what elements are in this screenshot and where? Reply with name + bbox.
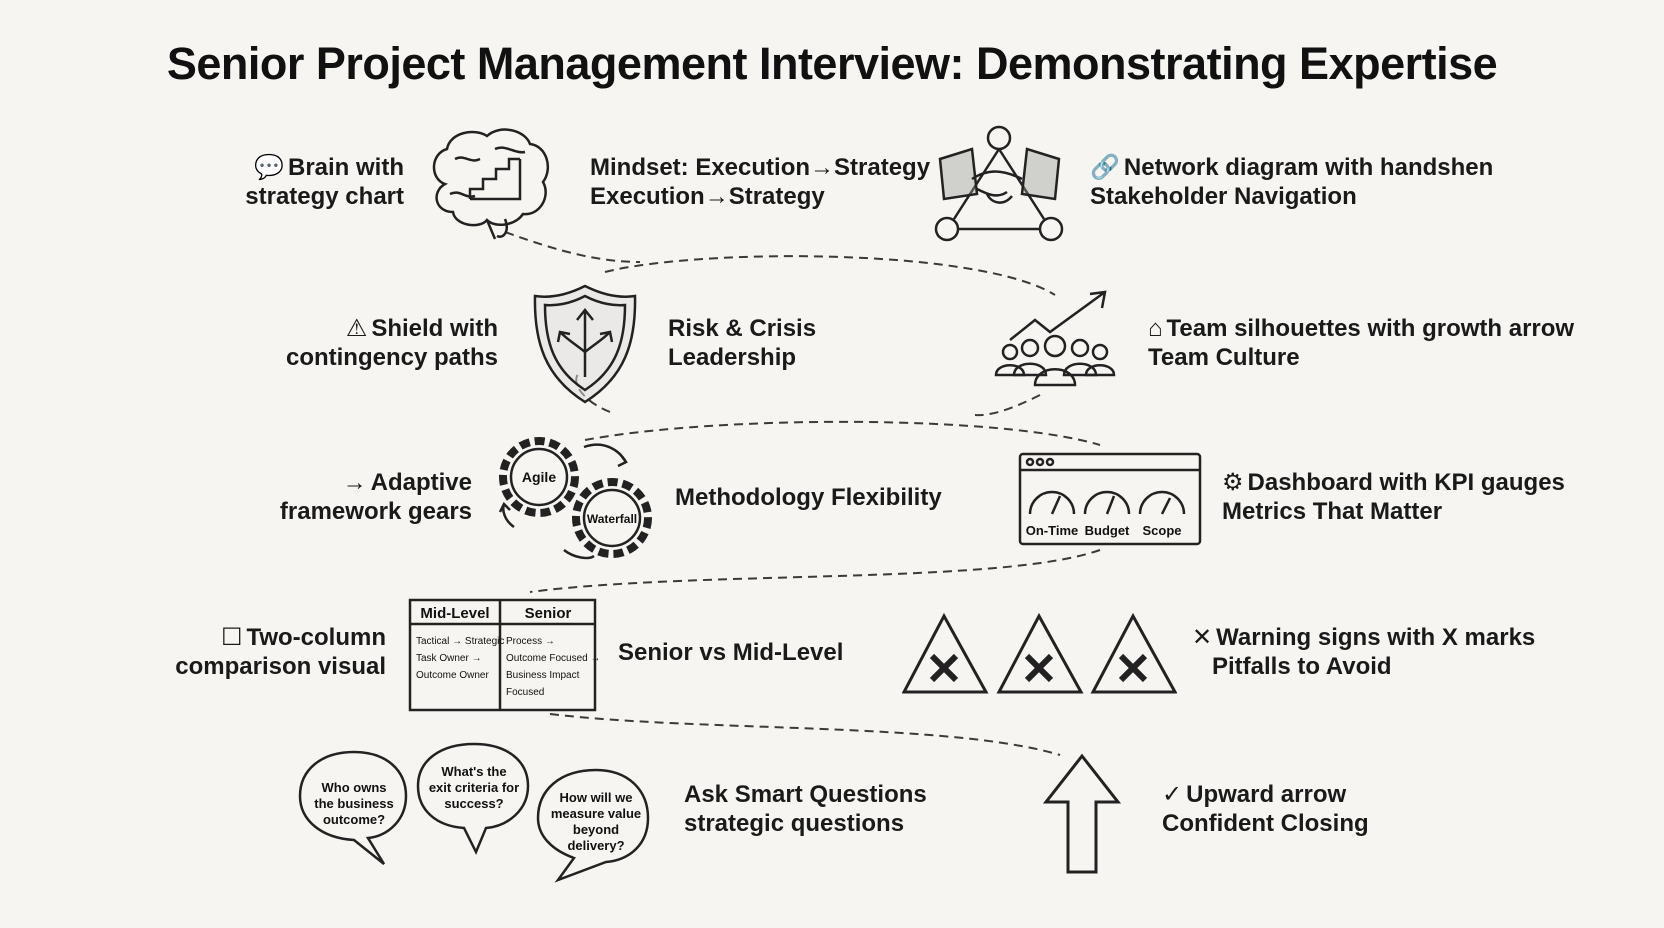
mindset-label: Mindset: Execution→Strategy Execution→St… <box>590 154 931 210</box>
ask-questions-label: Ask Smart Questions strategic questions <box>684 781 927 837</box>
table-header-senior: Senior <box>525 605 572 622</box>
bubble-2-line-2: exit criteria for <box>429 780 519 795</box>
gear-label-waterfall: Waterfall <box>587 512 637 526</box>
table-right-2: Outcome Focused → <box>506 653 598 664</box>
closing-caption: ✓Upward arrow Confident Closing <box>1162 781 1369 837</box>
gauge-label-budget: Budget <box>1085 523 1130 538</box>
upward-arrow-icon <box>1042 753 1122 874</box>
brain-caption: 💬Brain with strategy chart <box>245 154 404 210</box>
bubble-3-line-3: beyond <box>573 822 619 837</box>
bubble-1-line-3: outcome? <box>323 812 385 827</box>
methodology-label: Methodology Flexibility <box>675 484 942 511</box>
bubble-1-line-1: Who owns <box>322 780 387 795</box>
bubble-3-line-4: delivery? <box>567 838 624 853</box>
senior-vs-mid-label: Senior vs Mid-Level <box>618 639 844 666</box>
team-growth-icon <box>994 290 1116 387</box>
bubble-3-line-1: How will we <box>560 790 633 805</box>
bubble-2-line-3: success? <box>444 796 503 811</box>
speech-bubbles-icon: Who owns the business outcome? What's th… <box>298 742 650 883</box>
dashboard-icon: On-Time Budget Scope <box>1018 452 1202 546</box>
page-title: Senior Project Management Interview: Dem… <box>166 38 1498 89</box>
risk-label: Risk & Crisis Leadership <box>668 315 817 371</box>
table-right-4: Focused <box>506 687 544 698</box>
table-right-3: Business Impact <box>506 670 580 681</box>
table-left-1: Tactical → Strategic <box>416 636 504 647</box>
team-caption: ⌂Team silhouettes with growth arrow Team… <box>1148 315 1575 371</box>
table-right-1: Process → <box>506 636 555 647</box>
gear-label-agile: Agile <box>522 469 556 485</box>
table-left-2: Task Owner → <box>416 653 482 664</box>
warning-signs-icon <box>902 612 1177 694</box>
handshake-network-icon <box>934 125 1064 242</box>
metrics-caption: ⚙Dashboard with KPI gauges Metrics That … <box>1222 469 1565 525</box>
stakeholder-caption: 🔗Network diagram with handshen Stakehold… <box>1090 154 1494 210</box>
shield-icon <box>533 284 637 404</box>
gears-icon: Agile Waterfall <box>498 437 652 560</box>
gauge-label-scope: Scope <box>1142 523 1181 538</box>
gears-caption: →Adaptive framework gears <box>279 469 472 525</box>
table-header-midlevel: Mid-Level <box>420 605 489 622</box>
comparison-caption: ☐Two-column comparison visual <box>175 624 386 680</box>
bubble-3-line-2: measure value <box>551 806 641 821</box>
bubble-2-line-1: What's the <box>441 764 506 779</box>
gauge-label-ontime: On-Time <box>1026 523 1079 538</box>
comparison-table-icon: Mid-Level Senior Tactical → Strategic Ta… <box>408 598 598 712</box>
brain-icon <box>432 128 550 240</box>
shield-caption: ⚠Shield with contingency paths <box>285 315 498 371</box>
bubble-1-line-2: the business <box>314 796 393 811</box>
pitfalls-caption: ✕Warning signs with X marks Pitfalls to … <box>1192 624 1536 680</box>
table-left-3: Outcome Owner <box>416 670 489 681</box>
